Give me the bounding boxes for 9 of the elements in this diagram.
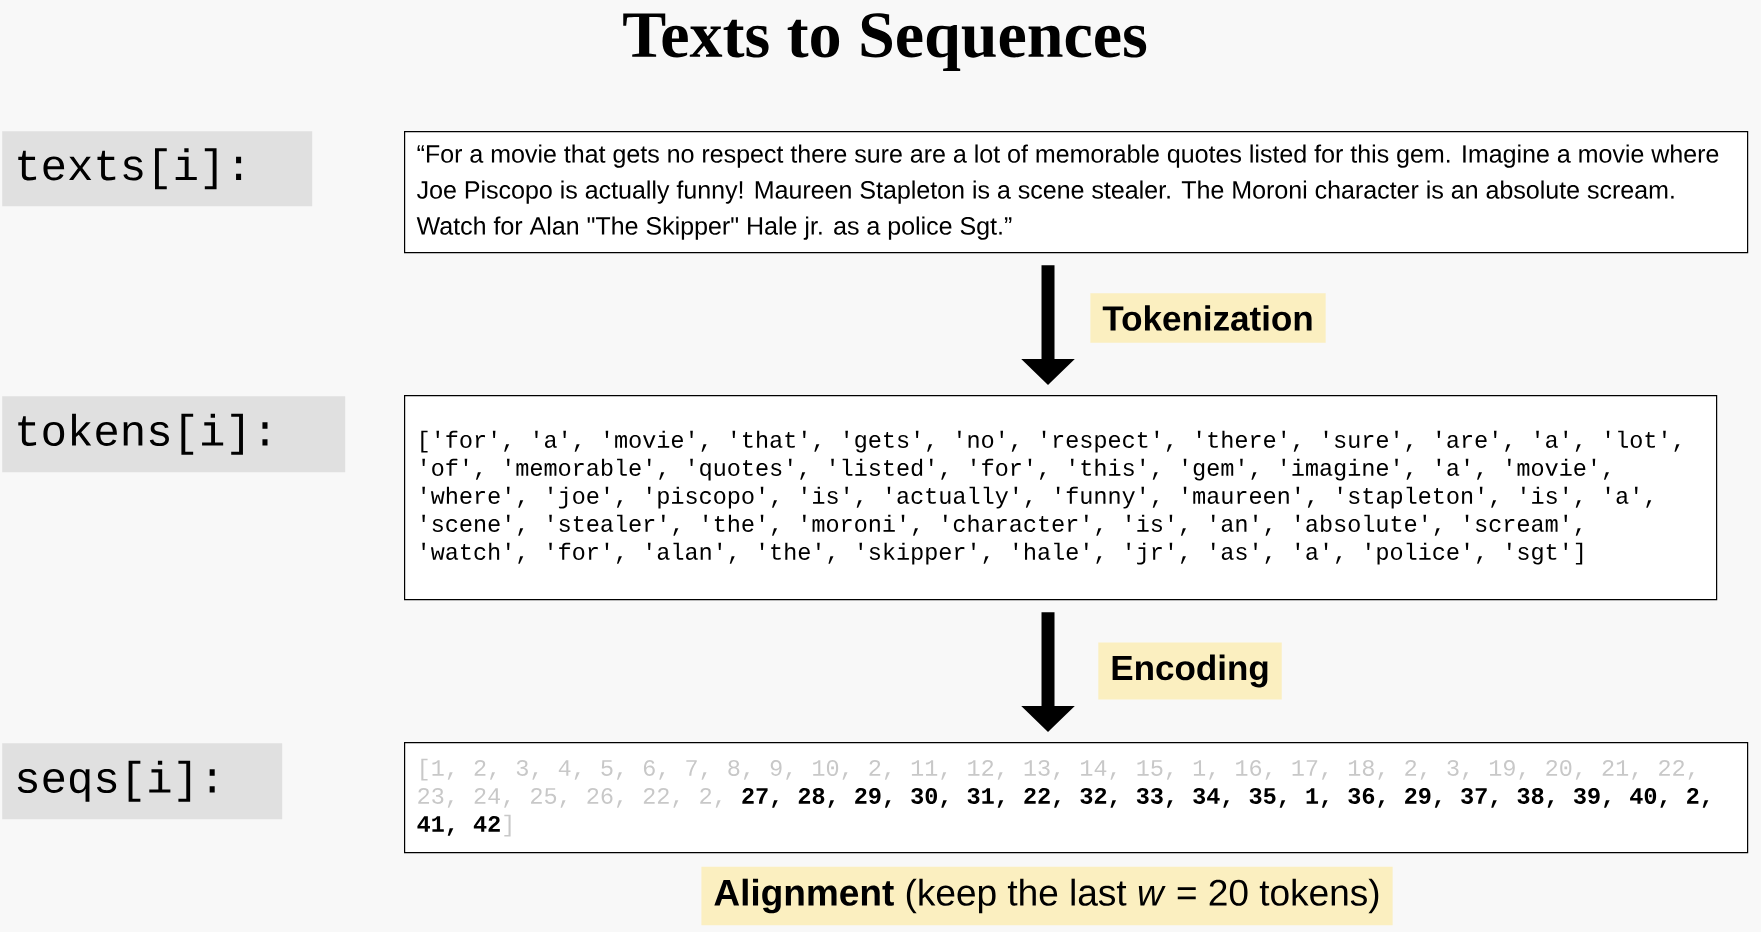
edge-label: Encoding	[1098, 642, 1282, 700]
text-box: “For a movie that gets no respect there sure are a lot of memorable quotes listed for this gem. Imagine a movie where Joe Piscopo is actually funny! Maureen Stapleton is a scene stealer. The Moroni character is an absolute scream. Watch for Alan "The Skipper" Hale jr. as a police Sgt.”	[404, 131, 1749, 254]
token-box: ['for', 'a', 'movie', 'that', 'gets', 'no', 'respect', 'there', 'sure', 'are', 'a', 'lot', 'of', 'memorable', 'quotes', 'listed', 'for', 'this', 'gem', 'imagine', 'a', 'movie', 'where', 'joe', 'piscopo', 'is', 'actually', 'funny', 'maureen', 'stapleton', 'is', 'a', 'scene', 'stealer', 'the', 'moroni', 'character', 'is', 'an', 'absolute', 'scream', 'watch', 'for', 'alan', 'the', 'skipper', 'hale', 'jr', 'as', 'a', 'police', 'sgt']	[404, 395, 1718, 601]
label-box: texts[i]:	[2, 131, 313, 207]
note: Alignment (keep the last w = 20 tokens)	[701, 866, 1393, 926]
title: Texts to Sequences	[623, 13, 1147, 71]
label-box: seqs[i]:	[2, 743, 283, 820]
edge-label: Tokenization	[1090, 293, 1326, 343]
label-box: tokens[i]:	[2, 396, 346, 473]
